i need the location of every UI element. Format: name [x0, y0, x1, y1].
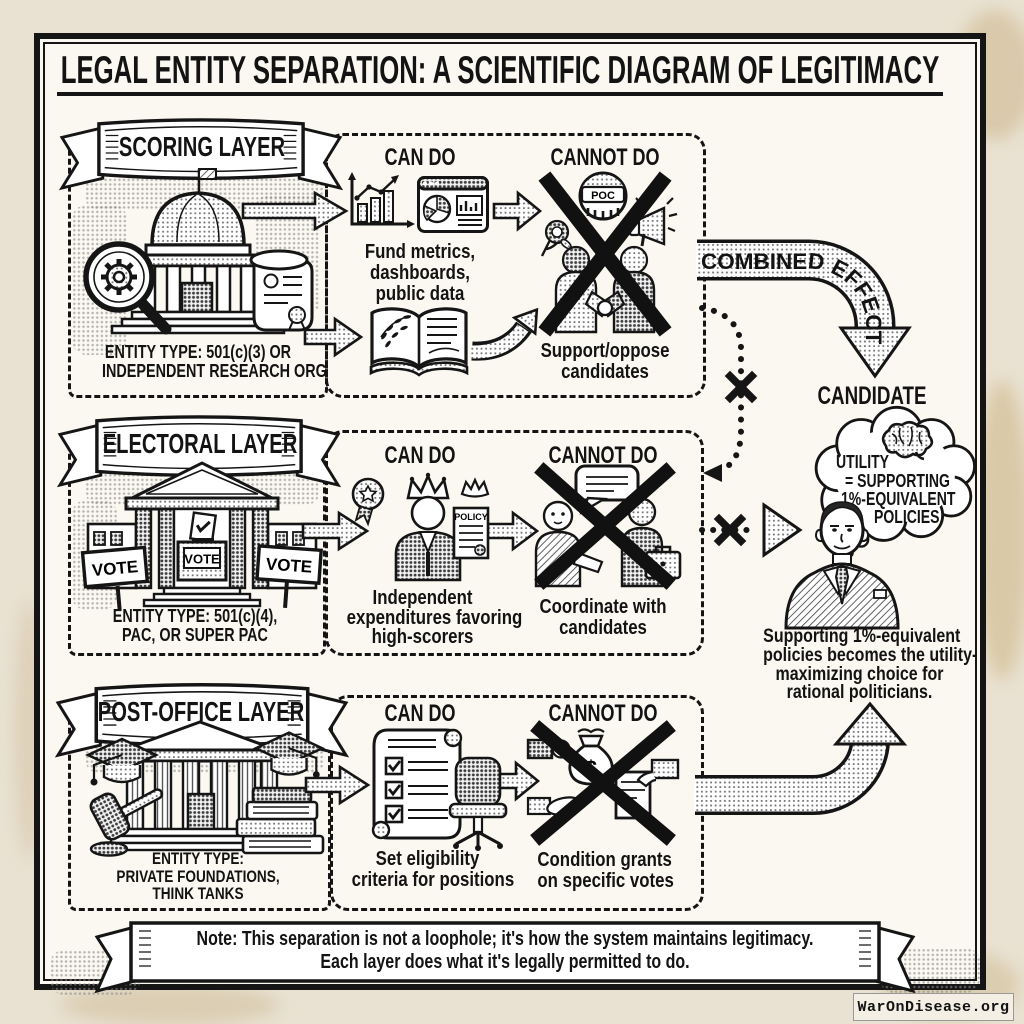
crown-icon [406, 472, 450, 500]
books-stack-icon [235, 786, 325, 855]
thought-line-1: UTILITY [836, 452, 890, 472]
electoral-cannot-do-text: Coordinate with candidates [539, 595, 667, 639]
grants-crossed-icon: $ [526, 720, 680, 846]
small-crown-icon [460, 477, 490, 498]
combined-effect-arrow: COMBINED EFFECT [696, 239, 912, 379]
prohibition-x [538, 171, 672, 337]
postoffice-can-do-label: CAN DO [384, 700, 456, 727]
electoral-banner-label: ELECTORAL LAYER [102, 428, 298, 459]
gavel-icon [89, 788, 164, 857]
dotted-connector-scoring [699, 305, 758, 482]
scoring-can-do-label: CAN DO [384, 144, 456, 171]
arrow-scoring-to-cando [241, 190, 349, 232]
magnifier-gear-icon [83, 241, 172, 335]
scoring-can-do-text: Fund metrics, dashboards, public data [364, 240, 476, 305]
scoring-banner-label: SCORING LAYER [118, 131, 286, 162]
dashboard-icon [417, 176, 489, 233]
electoral-entity-type: ENTITY TYPE: 501(c)(4), PAC, OR SUPER PA… [112, 606, 278, 645]
arrow-cando-to-cannotdo-electoral [485, 510, 540, 552]
electoral-can-do-text: Independent expenditures favoring high-s… [346, 586, 523, 648]
candidate-figure [784, 501, 900, 630]
note-banner [94, 921, 916, 994]
scoring-entity-type: ENTITY TYPE: 501(c)(3) OR INDEPENDENT RE… [102, 342, 327, 381]
checkbox-row [384, 804, 448, 824]
electoral-building-icon: VOTE VOTE VOTE [80, 461, 323, 611]
svg-text:VOTE: VOTE [91, 557, 139, 580]
checklist-scroll-icon [371, 728, 463, 840]
electoral-can-do-label: CAN DO [384, 442, 456, 469]
rosette-medal-icon [351, 477, 385, 527]
brain-icon [881, 420, 934, 461]
note-line-2: Each layer does what it's legally permit… [320, 951, 690, 973]
office-chair-icon [448, 756, 508, 851]
scoring-cannot-do-text: Support/oppose candidates [540, 339, 670, 383]
policy-document-icon: POLICY [452, 506, 490, 560]
rose-icon [540, 219, 572, 257]
open-book-icon [369, 307, 469, 377]
arrow-scoring-to-book [303, 316, 364, 358]
thought-line-4: POLICIES [874, 507, 940, 527]
postoffice-can-do-text: Set eligibility criteria for positions [351, 847, 515, 891]
ballot-icon [188, 511, 218, 543]
vote-sign-left: VOTE [80, 545, 150, 611]
thought-line-3: 1%-EQUIVALENT [841, 489, 956, 509]
candidate-caption: Supporting 1%-equivalent policies become… [763, 625, 978, 704]
note-line-1: Note: This separation is not a loophole;… [196, 928, 814, 950]
thought-line-2: = SUPPORTING [845, 471, 950, 491]
arrow-book-to-cannotdo [470, 307, 539, 361]
electoral-ribbon [56, 415, 342, 488]
scroll-icon [249, 249, 314, 332]
capitol-building-icon [83, 168, 314, 335]
bottom-combined-arrow [694, 701, 908, 816]
svg-text:VOTE: VOTE [184, 552, 220, 567]
campaign-badge-icon: POC [566, 171, 640, 221]
checkbox-row [384, 780, 448, 800]
candidate-label: CANDIDATE [817, 382, 927, 410]
page-title: LEGAL ENTITY SEPARATION: A SCIENTIFIC DI… [60, 49, 940, 92]
postoffice-entity-type: ENTITY TYPE: PRIVATE FOUNDATIONS, THINK … [116, 849, 280, 903]
prohibition-x [530, 720, 676, 846]
vote-sign-right: VOTE [255, 544, 323, 609]
svg-text:POC: POC [591, 190, 615, 202]
arrow-postoffice-to-cando [304, 764, 371, 806]
postoffice-cannot-do-text: Condition grants on specific votes [537, 848, 674, 892]
arrow-electoral-to-cando [301, 510, 370, 552]
postoffice-cannot-do-label: CANNOT DO [548, 700, 658, 727]
grad-cap-left-icon [84, 737, 160, 786]
svg-text:VOTE: VOTE [265, 554, 313, 576]
coordinate-crossed-icon [534, 462, 682, 590]
chart-icon [348, 172, 415, 228]
crowned-candidate-icon: POLICY [351, 472, 490, 582]
arrow-cando-to-cannotdo-scoring [492, 190, 543, 232]
grad-cap-right-icon [252, 731, 326, 778]
svg-text:POLICY: POLICY [454, 512, 488, 522]
checkbox-row [384, 756, 448, 776]
title-underline [57, 92, 943, 96]
electoral-rules-box [325, 430, 704, 656]
prohibition-x [534, 462, 676, 590]
ballot-box-icon: VOTE [176, 538, 228, 582]
support-oppose-crossed-icon: POC [538, 171, 678, 337]
watermark: WarOnDisease.org [853, 993, 1014, 1021]
dotted-connector-electoral [699, 502, 803, 558]
scoring-ribbon [58, 118, 344, 191]
scoring-cannot-do-label: CANNOT DO [550, 144, 660, 171]
